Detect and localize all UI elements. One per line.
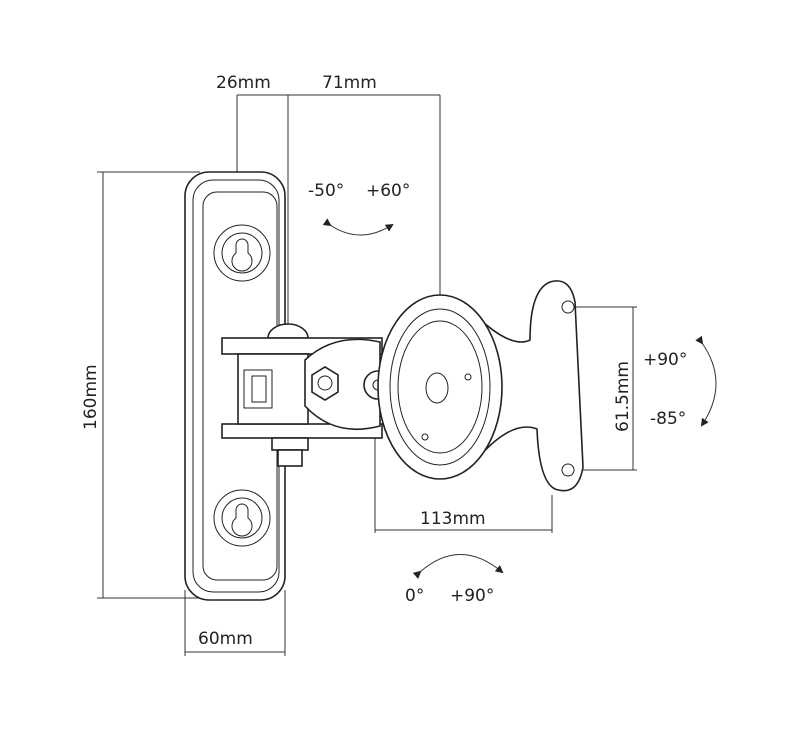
keyhole-bottom <box>213 489 271 547</box>
label-swivel-left: -50° <box>308 181 344 201</box>
label-160mm: 160mm <box>81 364 101 430</box>
label-61-5mm: 61.5mm <box>613 361 633 432</box>
dimension-lines <box>97 94 637 656</box>
speaker-plate <box>377 280 584 492</box>
label-26mm: 26mm <box>216 73 271 93</box>
label-rotate-max: +90° <box>450 586 494 606</box>
label-rotate-min: 0° <box>405 586 424 606</box>
label-swivel-right: +60° <box>366 181 410 201</box>
rotation-arcs <box>322 218 717 579</box>
label-113mm: 113mm <box>420 509 486 529</box>
keyhole-top <box>213 224 271 282</box>
label-tilt-down: -85° <box>650 409 686 429</box>
label-60mm: 60mm <box>198 629 253 649</box>
label-tilt-up: +90° <box>643 350 687 370</box>
label-71mm: 71mm <box>322 73 377 93</box>
